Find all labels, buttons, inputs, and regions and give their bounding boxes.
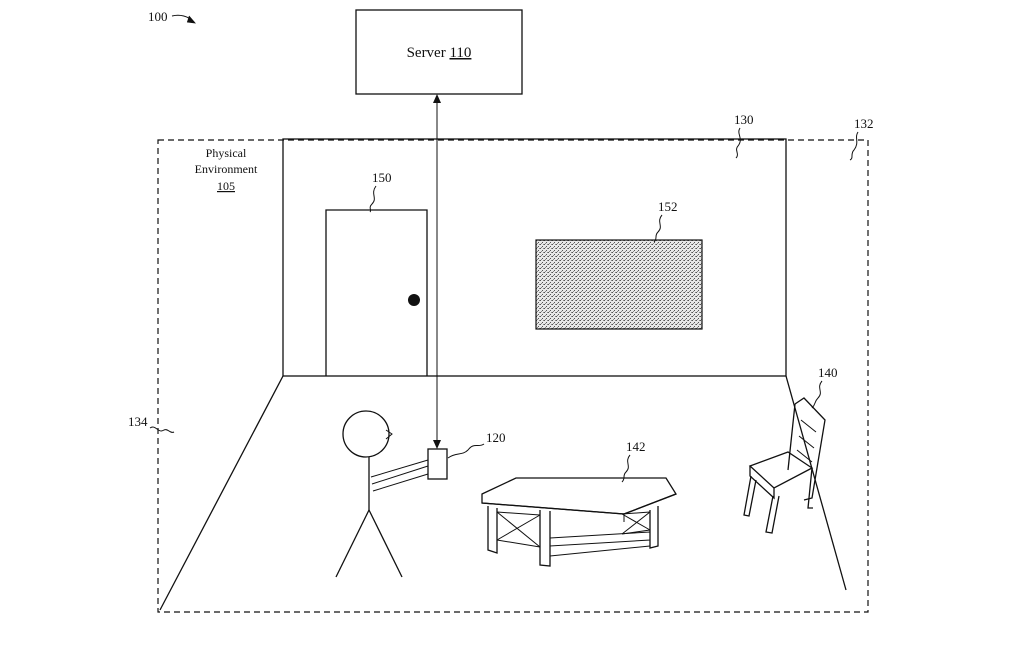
server-rect — [355, 9, 523, 95]
person-face — [385, 429, 393, 440]
ref-120-label: 120 — [486, 430, 506, 445]
environment-label-line2: Environment — [195, 162, 258, 176]
table-top — [481, 477, 677, 515]
table-right-cross — [621, 511, 651, 535]
table-left-cross — [496, 511, 541, 548]
chair-leg-back — [807, 467, 813, 509]
handheld-device — [427, 448, 448, 480]
ref-152-leader — [653, 214, 663, 243]
ref-134-leader — [149, 426, 175, 433]
door-knob — [408, 294, 420, 306]
ref-120: 120 — [447, 430, 506, 459]
ref-134: 134 — [128, 414, 175, 433]
table-leg-front-left — [487, 506, 498, 554]
figure-ref-100: 100 — [148, 9, 196, 24]
ref-152: 152 — [653, 199, 678, 243]
chair — [743, 397, 826, 534]
ref-140: 140 — [811, 365, 838, 409]
room — [159, 138, 847, 611]
ref-130-leader — [735, 127, 741, 159]
environment-label-ref: 105 — [217, 179, 235, 193]
table-left-frame — [496, 511, 541, 548]
person-arm-upper-2 — [371, 465, 429, 485]
environment-boundary — [157, 139, 869, 613]
person-leg-right — [368, 509, 403, 578]
link-arrow-down — [433, 440, 441, 449]
person-head — [342, 410, 390, 458]
ref-132: 132 — [849, 116, 874, 161]
person-arm-upper-1 — [370, 459, 429, 478]
chair-seat — [748, 451, 814, 489]
link-arrow-up — [433, 94, 441, 103]
door-frame — [325, 209, 428, 376]
table-leg-front-mid — [539, 510, 551, 567]
ref-140-label: 140 — [818, 365, 838, 380]
ref-150: 150 — [369, 170, 392, 213]
ref-132-label: 132 — [854, 116, 874, 131]
chair-back-slats — [796, 419, 817, 463]
environment-label-line1: Physical — [206, 146, 247, 160]
ref-152-label: 152 — [658, 199, 678, 214]
back-wall — [282, 138, 787, 377]
ref-150-leader — [369, 185, 377, 213]
table-leg-front-right — [649, 506, 659, 549]
person-leg-left — [335, 509, 370, 578]
ref-142-leader — [621, 454, 631, 483]
chair-back-front-post — [787, 403, 796, 471]
ref-134-label: 134 — [128, 414, 148, 429]
floor-right-edge — [785, 375, 847, 591]
table-top-edge — [481, 493, 677, 515]
ref-130: 130 — [734, 112, 754, 159]
ref-140-leader — [811, 380, 823, 409]
person-arm-lower — [372, 473, 429, 492]
figure-ref-label: 100 — [148, 9, 168, 24]
figure-ref-arrowhead — [186, 15, 196, 24]
ref-132-leader — [849, 131, 859, 161]
table-shelf — [549, 531, 651, 547]
ref-150-label: 150 — [372, 170, 392, 185]
ref-142: 142 — [621, 439, 646, 483]
person — [335, 410, 429, 578]
ref-130-label: 130 — [734, 112, 754, 127]
server-box: Server 110 — [355, 9, 523, 95]
coffee-table — [481, 477, 677, 567]
server-label: Server 110 — [407, 45, 472, 61]
table-bottom-rail — [549, 545, 651, 557]
door — [325, 209, 428, 376]
chair-seat-edge — [749, 466, 775, 500]
chair-leg-front-right — [765, 495, 780, 534]
chair-leg-front-left — [743, 475, 757, 517]
server-device-link — [433, 94, 441, 449]
environment-label: Physical Environment 105 — [195, 146, 258, 193]
ref-120-leader — [447, 443, 485, 459]
floor-left-edge — [159, 375, 284, 611]
wall-picture — [535, 239, 703, 330]
ref-142-label: 142 — [626, 439, 646, 454]
